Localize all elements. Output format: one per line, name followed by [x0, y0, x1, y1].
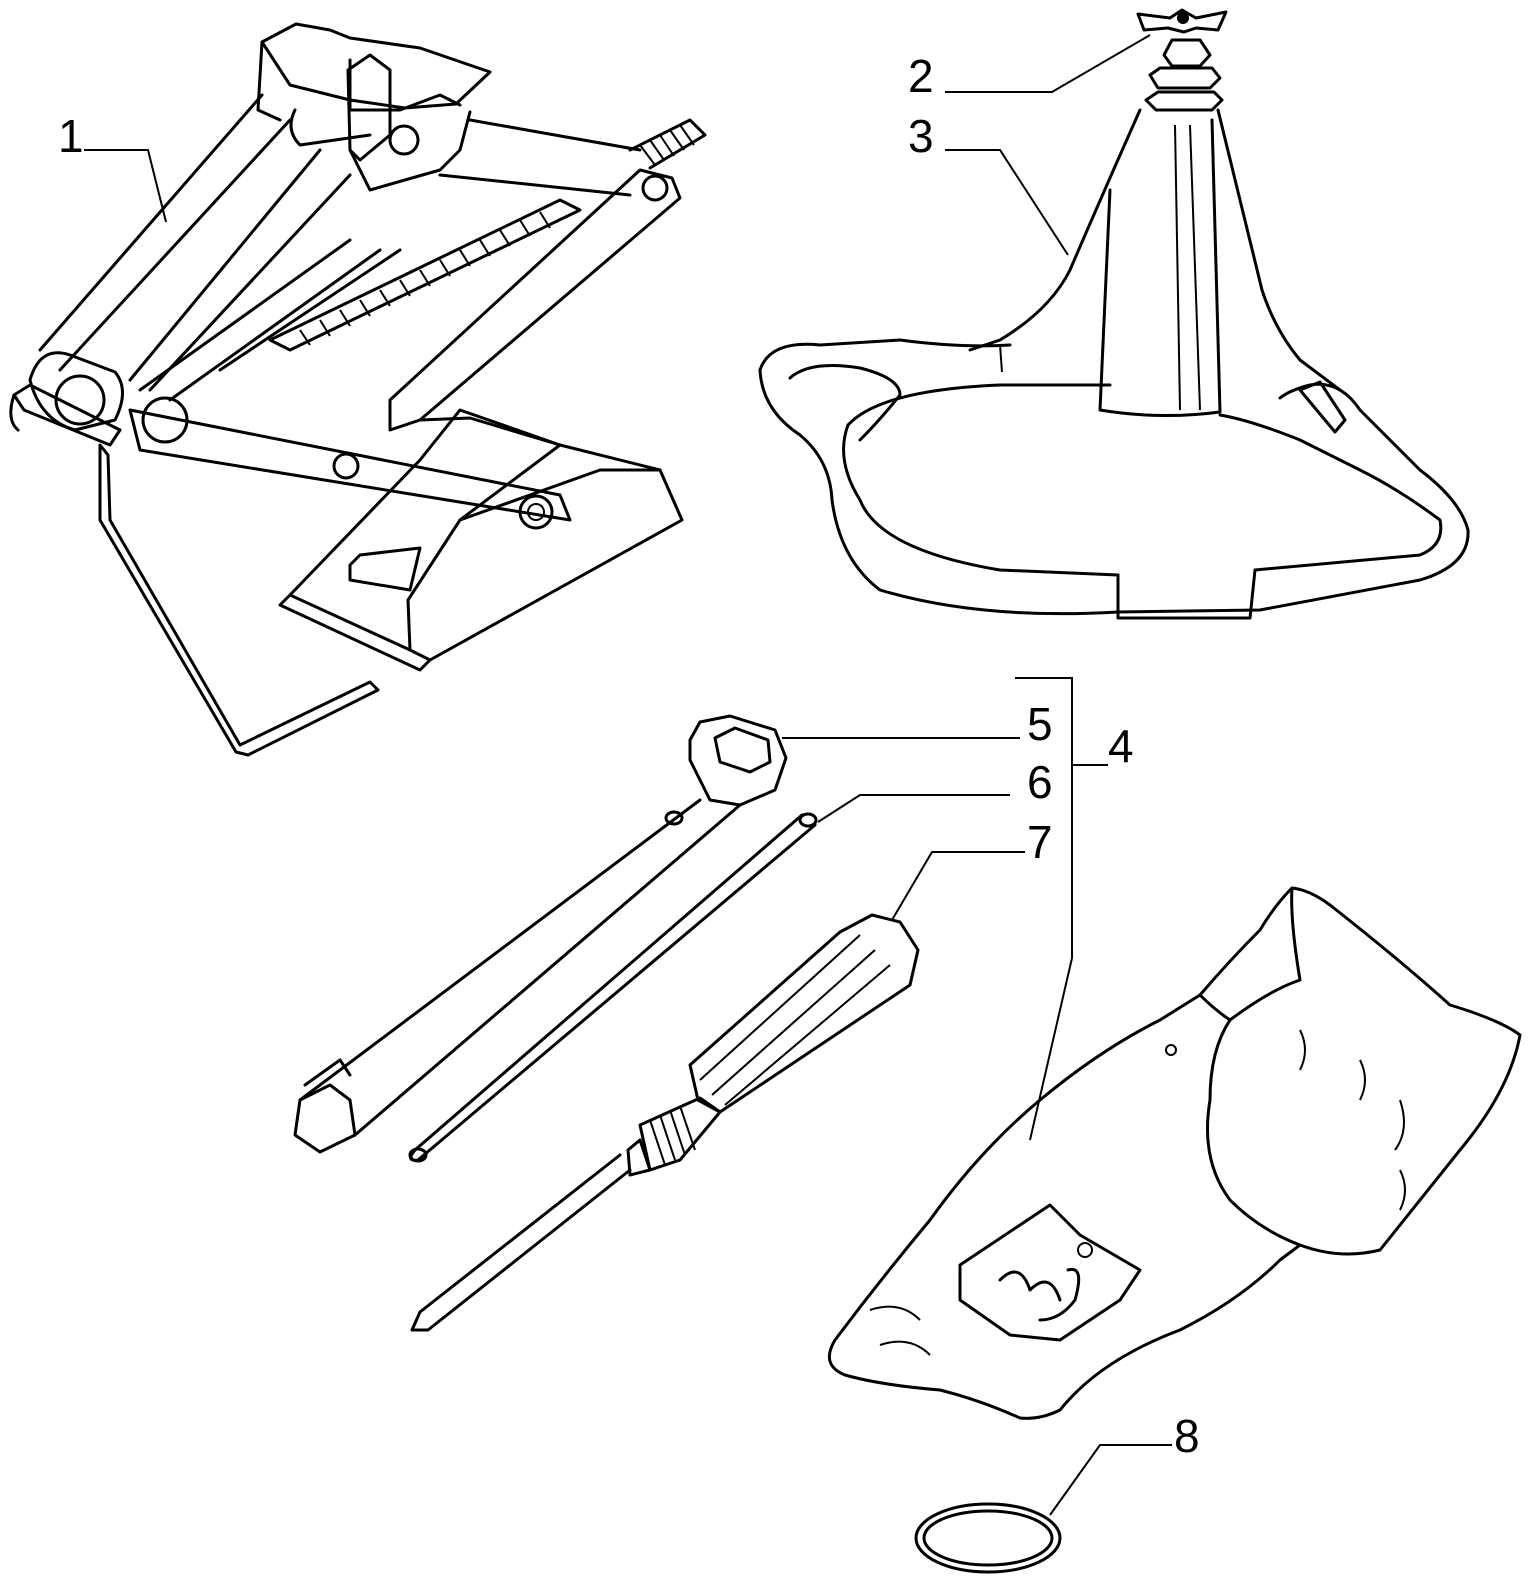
- scissor-jack: [9, 22, 707, 757]
- leader-lines: [84, 34, 1172, 1516]
- leader-6: [817, 794, 1010, 823]
- screwdriver: [410, 913, 920, 1332]
- wheel-clamp: [758, 8, 1470, 620]
- leader-2: [945, 34, 1151, 93]
- callout-8: 8: [1174, 1410, 1200, 1462]
- callout-7: 7: [1027, 816, 1053, 868]
- o-ring: [914, 1502, 1062, 1574]
- wheel-wrench: [293, 714, 788, 1154]
- leader-8: [1049, 1444, 1172, 1516]
- wrench-rod: [408, 812, 818, 1163]
- leader-7: [891, 851, 1025, 921]
- callout-3: 3: [908, 110, 934, 162]
- callout-5: 5: [1027, 698, 1053, 750]
- leader-1: [84, 149, 167, 223]
- callout-2: 2: [908, 50, 934, 102]
- callout-4: 4: [1108, 720, 1134, 772]
- leader-4: [1015, 677, 1108, 1141]
- callout-1: 1: [58, 110, 84, 162]
- callouts: 1 2 3 4 5 6 7 8: [58, 50, 1200, 1462]
- tool-bag: [827, 886, 1522, 1420]
- callout-6: 6: [1027, 756, 1053, 808]
- leader-3: [945, 149, 1069, 256]
